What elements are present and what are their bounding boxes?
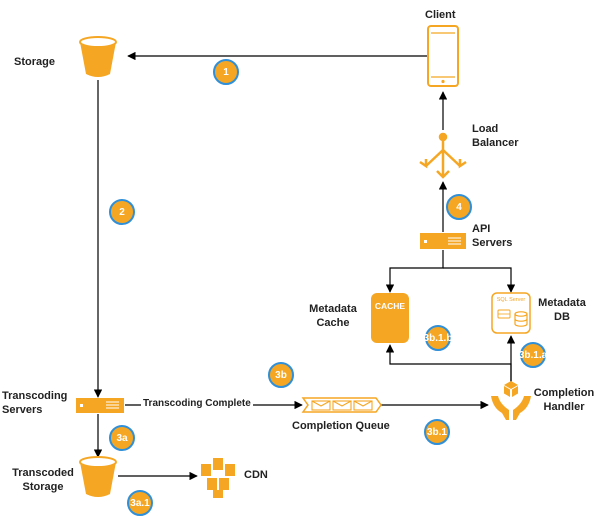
cdn-label: CDN [244,469,268,481]
completion-handler-label: Completion Handler [533,387,595,413]
step-badge-1: 1 [213,59,239,85]
completion-handler-icon [491,381,531,420]
transcoding-server-icon [76,398,124,413]
transcoded-storage-bucket-icon [79,456,117,497]
sql-icon-text: SQL Server [497,297,526,303]
client-label: Client [425,9,456,21]
api-server-icon [420,233,466,249]
edge-api-to-db [443,267,516,293]
step-badge-4: 4 [446,194,472,220]
sql-db-icon: SQL Server [491,292,531,334]
metadata-cache-label: Metadata Cache [309,303,357,329]
transcoded-storage-label: Transcoded Storage [12,467,74,493]
load-balancer-icon [419,132,467,179]
mobile-client-icon [427,25,459,87]
storage-label: Storage [14,56,55,68]
transcoding-complete-label: Transcoding Complete [141,398,253,409]
api-servers-label: API Servers [472,223,513,249]
completion-queue-label: Completion Queue [292,420,390,432]
cache-icon: CACHE [371,293,409,343]
edge-handler-to-cache [385,344,512,385]
step-badge-2: 2 [109,199,135,225]
metadata-db-label: Metadata DB [538,297,586,323]
transcoding-servers-label: Transcoding Servers [2,390,68,416]
step-badge-3b-1: 3b.1 [424,419,450,445]
step-badge-3a-1: 3a.1 [127,490,153,516]
cache-icon-text: CACHE [375,301,406,311]
cdn-icon [201,458,235,498]
load-balancer-label: Load Balancer [472,123,519,149]
completion-queue-icon [301,397,382,413]
edge-api-split [385,250,444,293]
step-badge-3a: 3a [109,425,135,451]
storage-bucket-icon [79,36,117,77]
step-badge-3b-1-a: 3b.1.a [519,342,547,368]
step-badge-3b: 3b [268,362,294,388]
step-badge-3b-1-b: 3b.1.b [424,325,452,351]
